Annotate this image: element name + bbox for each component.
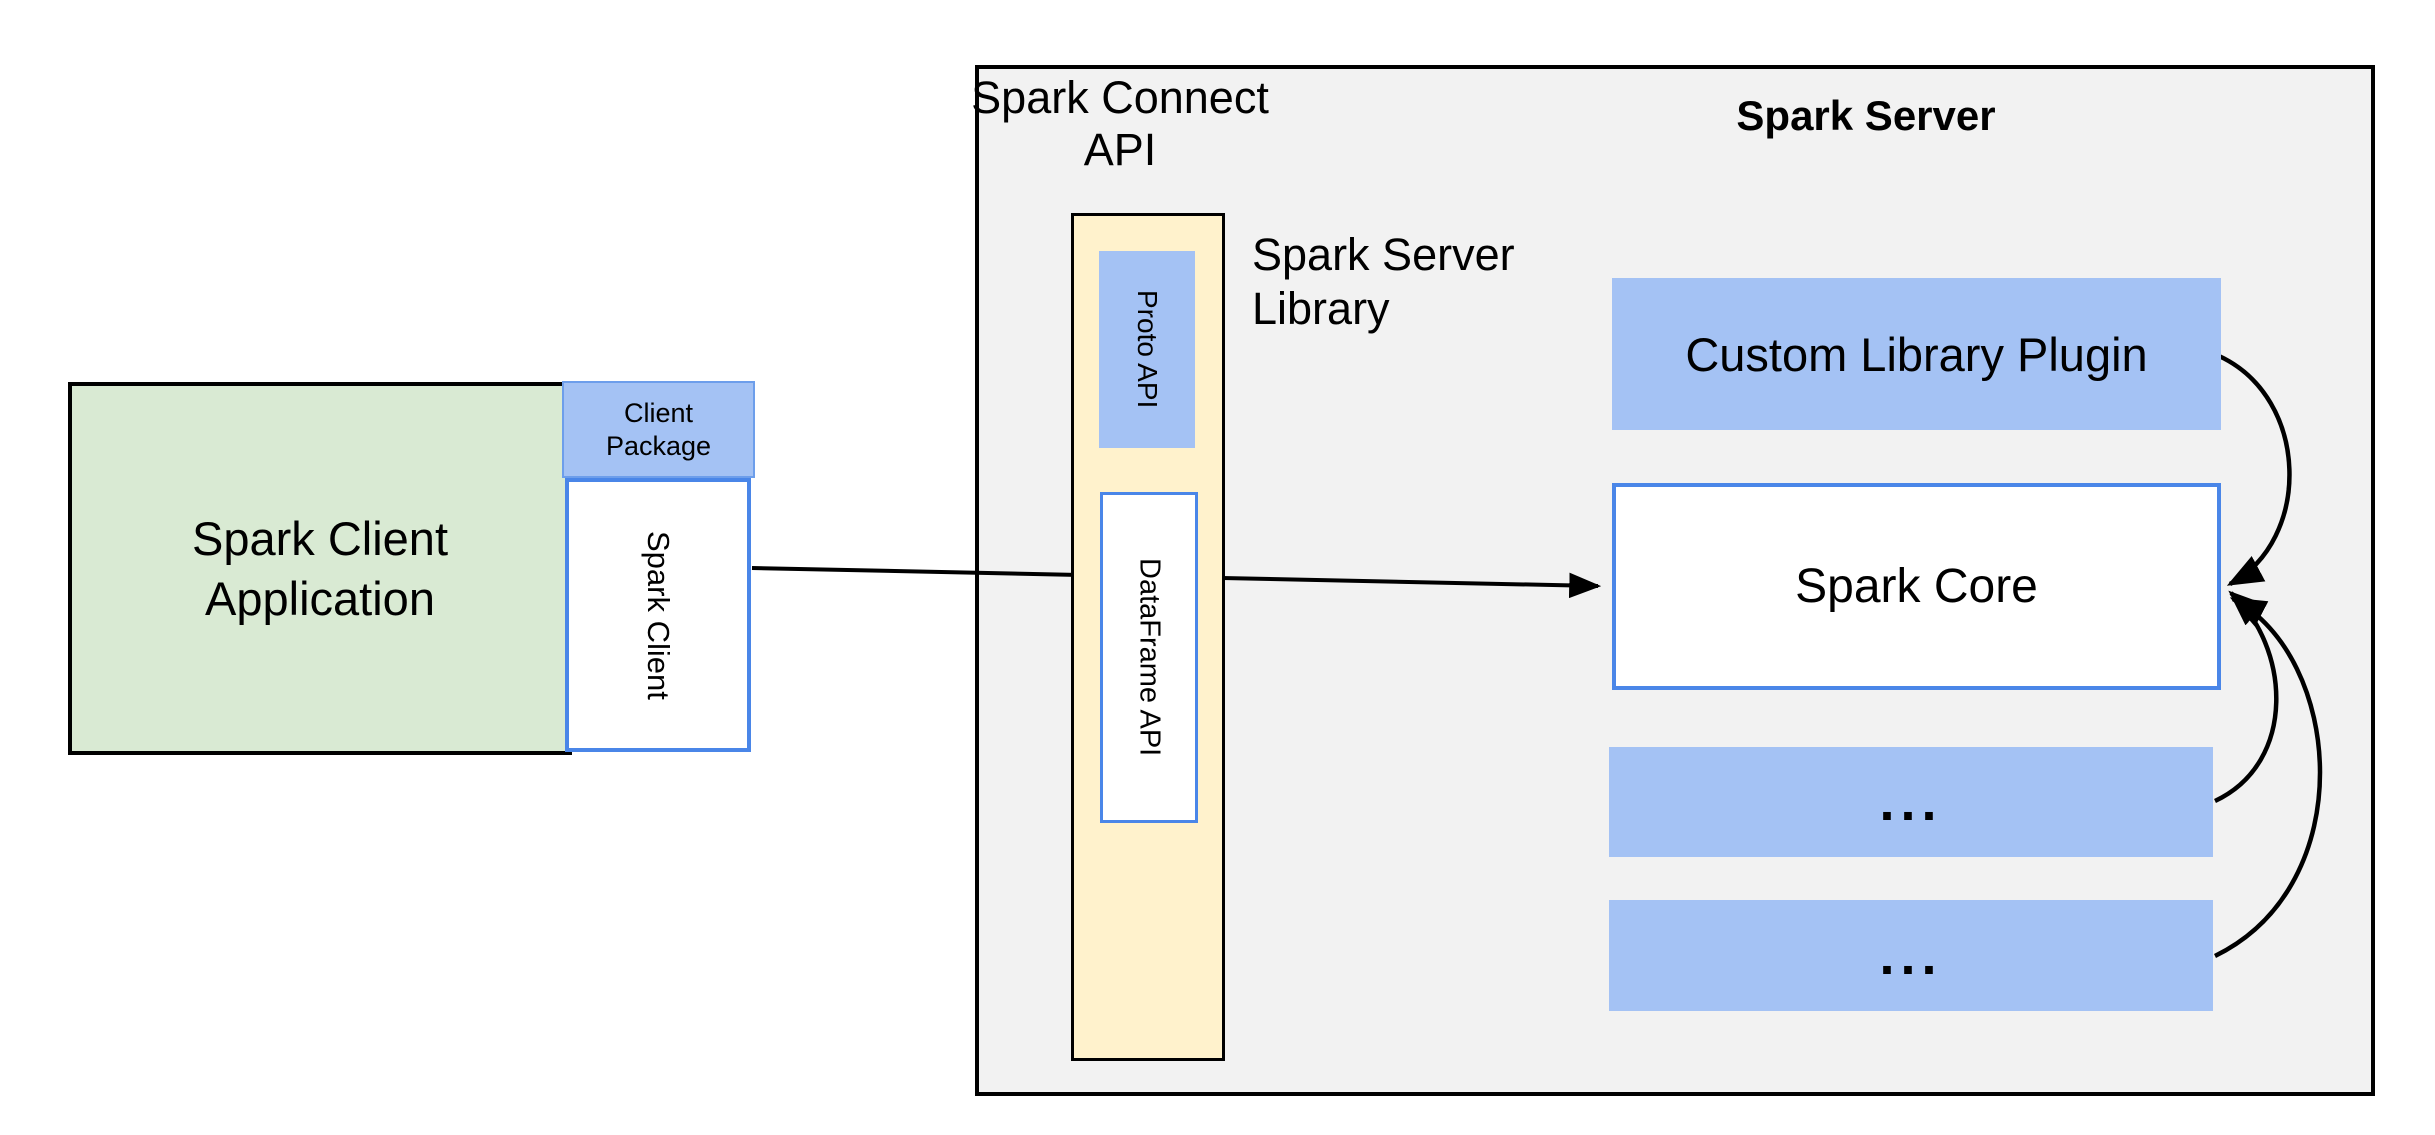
spark-client-application-label: Spark Client Application (192, 511, 448, 625)
spark-core-label: Spark Core (1795, 560, 2038, 613)
spark-connect-api-title: Spark Connect API (971, 72, 1269, 175)
client-package-box: Client Package (562, 381, 755, 478)
spark-server-library-label: Spark Server Library (1252, 229, 1515, 334)
spark-server-title: Spark Server (1736, 92, 1996, 139)
spark-core-box: Spark Core (1612, 483, 2221, 690)
spark-client-application-box: Spark Client Application (68, 382, 572, 755)
proto-api-box: Proto API (1099, 251, 1195, 448)
ellipsis-box-1: ... (1609, 747, 2213, 857)
proto-api-label: Proto API (1132, 290, 1163, 409)
dataframe-api-label: DataFrame API (1133, 558, 1166, 757)
ellipsis-label-1: ... (1879, 772, 1943, 832)
custom-library-plugin-box: Custom Library Plugin (1612, 278, 2221, 430)
ellipsis-box-2: ... (1609, 900, 2213, 1011)
client-package-label: Client Package (605, 397, 712, 461)
spark-client-label: Spark Client (641, 530, 676, 700)
dataframe-api-box: DataFrame API (1100, 492, 1198, 823)
custom-library-plugin-label: Custom Library Plugin (1685, 327, 2148, 381)
spark-client-box: Spark Client (565, 478, 751, 752)
ellipsis-label-2: ... (1879, 925, 1943, 986)
